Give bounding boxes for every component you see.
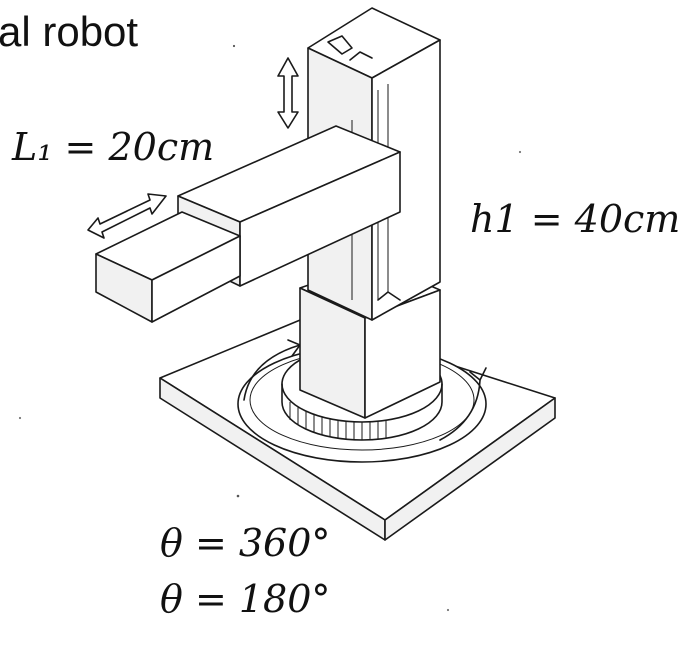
rotation-arrow-left [243,344,301,401]
link-length-label: L₁ = 20cm [12,125,215,169]
slide-title: al robot [0,8,139,55]
arm-extension [95,211,241,323]
rotation-arrow-right [439,379,481,441]
rotation-angle-label-180: θ = 180° [160,577,331,621]
gear-teeth [289,402,387,440]
slotted-mast [307,7,441,321]
height-label: h1 = 40cm [470,197,681,241]
rotation-angle-label-360: θ = 360° [160,521,331,565]
horizontal-motion-arrow [87,193,167,239]
vertical-motion-arrow [277,57,299,129]
